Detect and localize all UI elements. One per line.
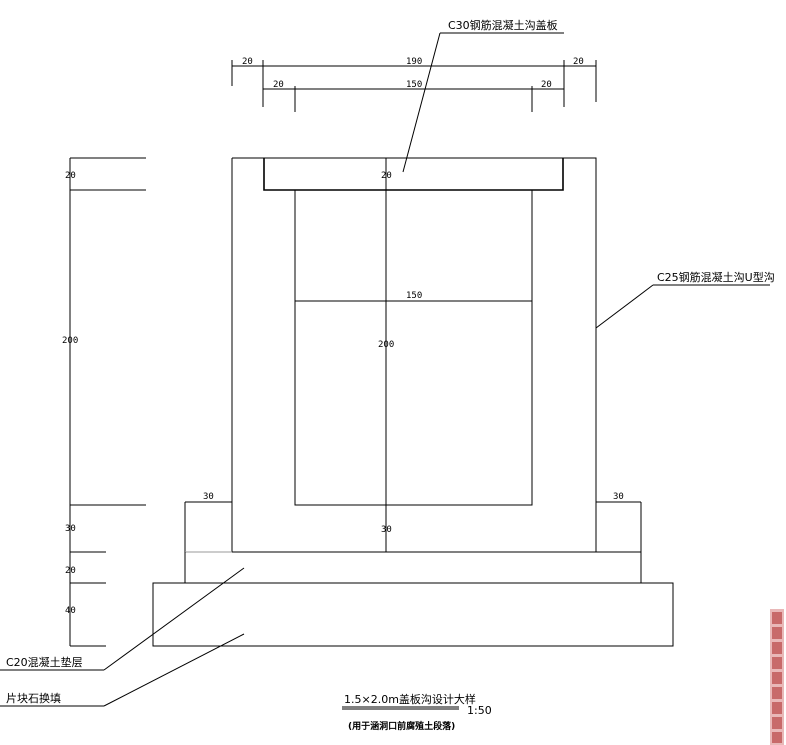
dim-text: 20 — [381, 171, 392, 181]
dim-text: 190 — [406, 57, 422, 67]
stamp-cell — [772, 612, 782, 624]
dim-text: 30 — [613, 492, 624, 502]
dim-text: 30 — [203, 492, 214, 502]
u-channel-label: C25钢筋混凝土沟U型沟 — [657, 270, 775, 284]
dim-text: 20 — [541, 80, 552, 90]
cushion-layer — [184, 551, 642, 583]
dim-text: 200 — [62, 336, 78, 346]
inner-dimensions: 20 150 200 30 — [295, 158, 532, 552]
cushion-callout: C20混凝土垫层 — [0, 567, 245, 671]
dim-text: 20 — [242, 57, 253, 67]
dim-text: 20 — [65, 566, 76, 576]
dim-text: 30 — [65, 524, 76, 534]
dim-text: 30 — [381, 525, 392, 535]
rubble-layer — [152, 582, 674, 647]
drawing-title: 1.5×2.0m盖板沟设计大样 — [344, 692, 476, 706]
cover-plate-callout: C30钢筋混凝土沟盖板 — [402, 18, 564, 173]
dim-text: 20 — [273, 80, 284, 90]
u-channel-outline — [231, 157, 597, 553]
u-channel — [231, 157, 597, 553]
dim-text: 40 — [65, 606, 76, 616]
stamp-cell — [772, 672, 782, 684]
dim-text: 150 — [406, 80, 422, 90]
dim-text: 150 — [406, 291, 422, 301]
leader-line — [402, 32, 441, 173]
stamp-cell — [772, 642, 782, 654]
cover-plate-label: C30钢筋混凝土沟盖板 — [448, 18, 558, 32]
top-dimensions: 20 190 20 20 150 20 — [231, 57, 597, 112]
rubble-label: 片块石换填 — [6, 691, 61, 705]
rubble-callout: 片块石换填 — [0, 633, 245, 707]
drawing-subtitle: (用于涵洞口前腐殖土段落) — [348, 720, 455, 732]
u-channel-callout: C25钢筋混凝土沟U型沟 — [595, 270, 775, 329]
cushion-label: C20混凝土垫层 — [6, 655, 83, 669]
stamp-cell — [772, 732, 782, 743]
cover-plate — [263, 158, 564, 191]
leader-line — [103, 567, 245, 671]
u-channel-inner — [294, 190, 533, 506]
stamp-cell — [772, 627, 782, 639]
left-dimensions: 20 200 30 20 40 — [62, 157, 146, 647]
leader-line — [103, 633, 245, 707]
stamp-cell — [772, 657, 782, 669]
leader-line — [595, 284, 654, 329]
dim-text: 20 — [573, 57, 584, 67]
dim-text: 20 — [65, 171, 76, 181]
drawing-scale: 1:50 — [467, 704, 492, 717]
dim-text: 200 — [378, 340, 394, 350]
stamp-strip — [770, 609, 784, 745]
stamp-cell — [772, 702, 782, 714]
stamp-cell — [772, 687, 782, 699]
title-block: 1.5×2.0m盖板沟设计大样 1:50 (用于涵洞口前腐殖土段落) — [342, 692, 492, 732]
wing-dimensions: 30 30 — [184, 492, 642, 552]
stamp-cell — [772, 717, 782, 729]
